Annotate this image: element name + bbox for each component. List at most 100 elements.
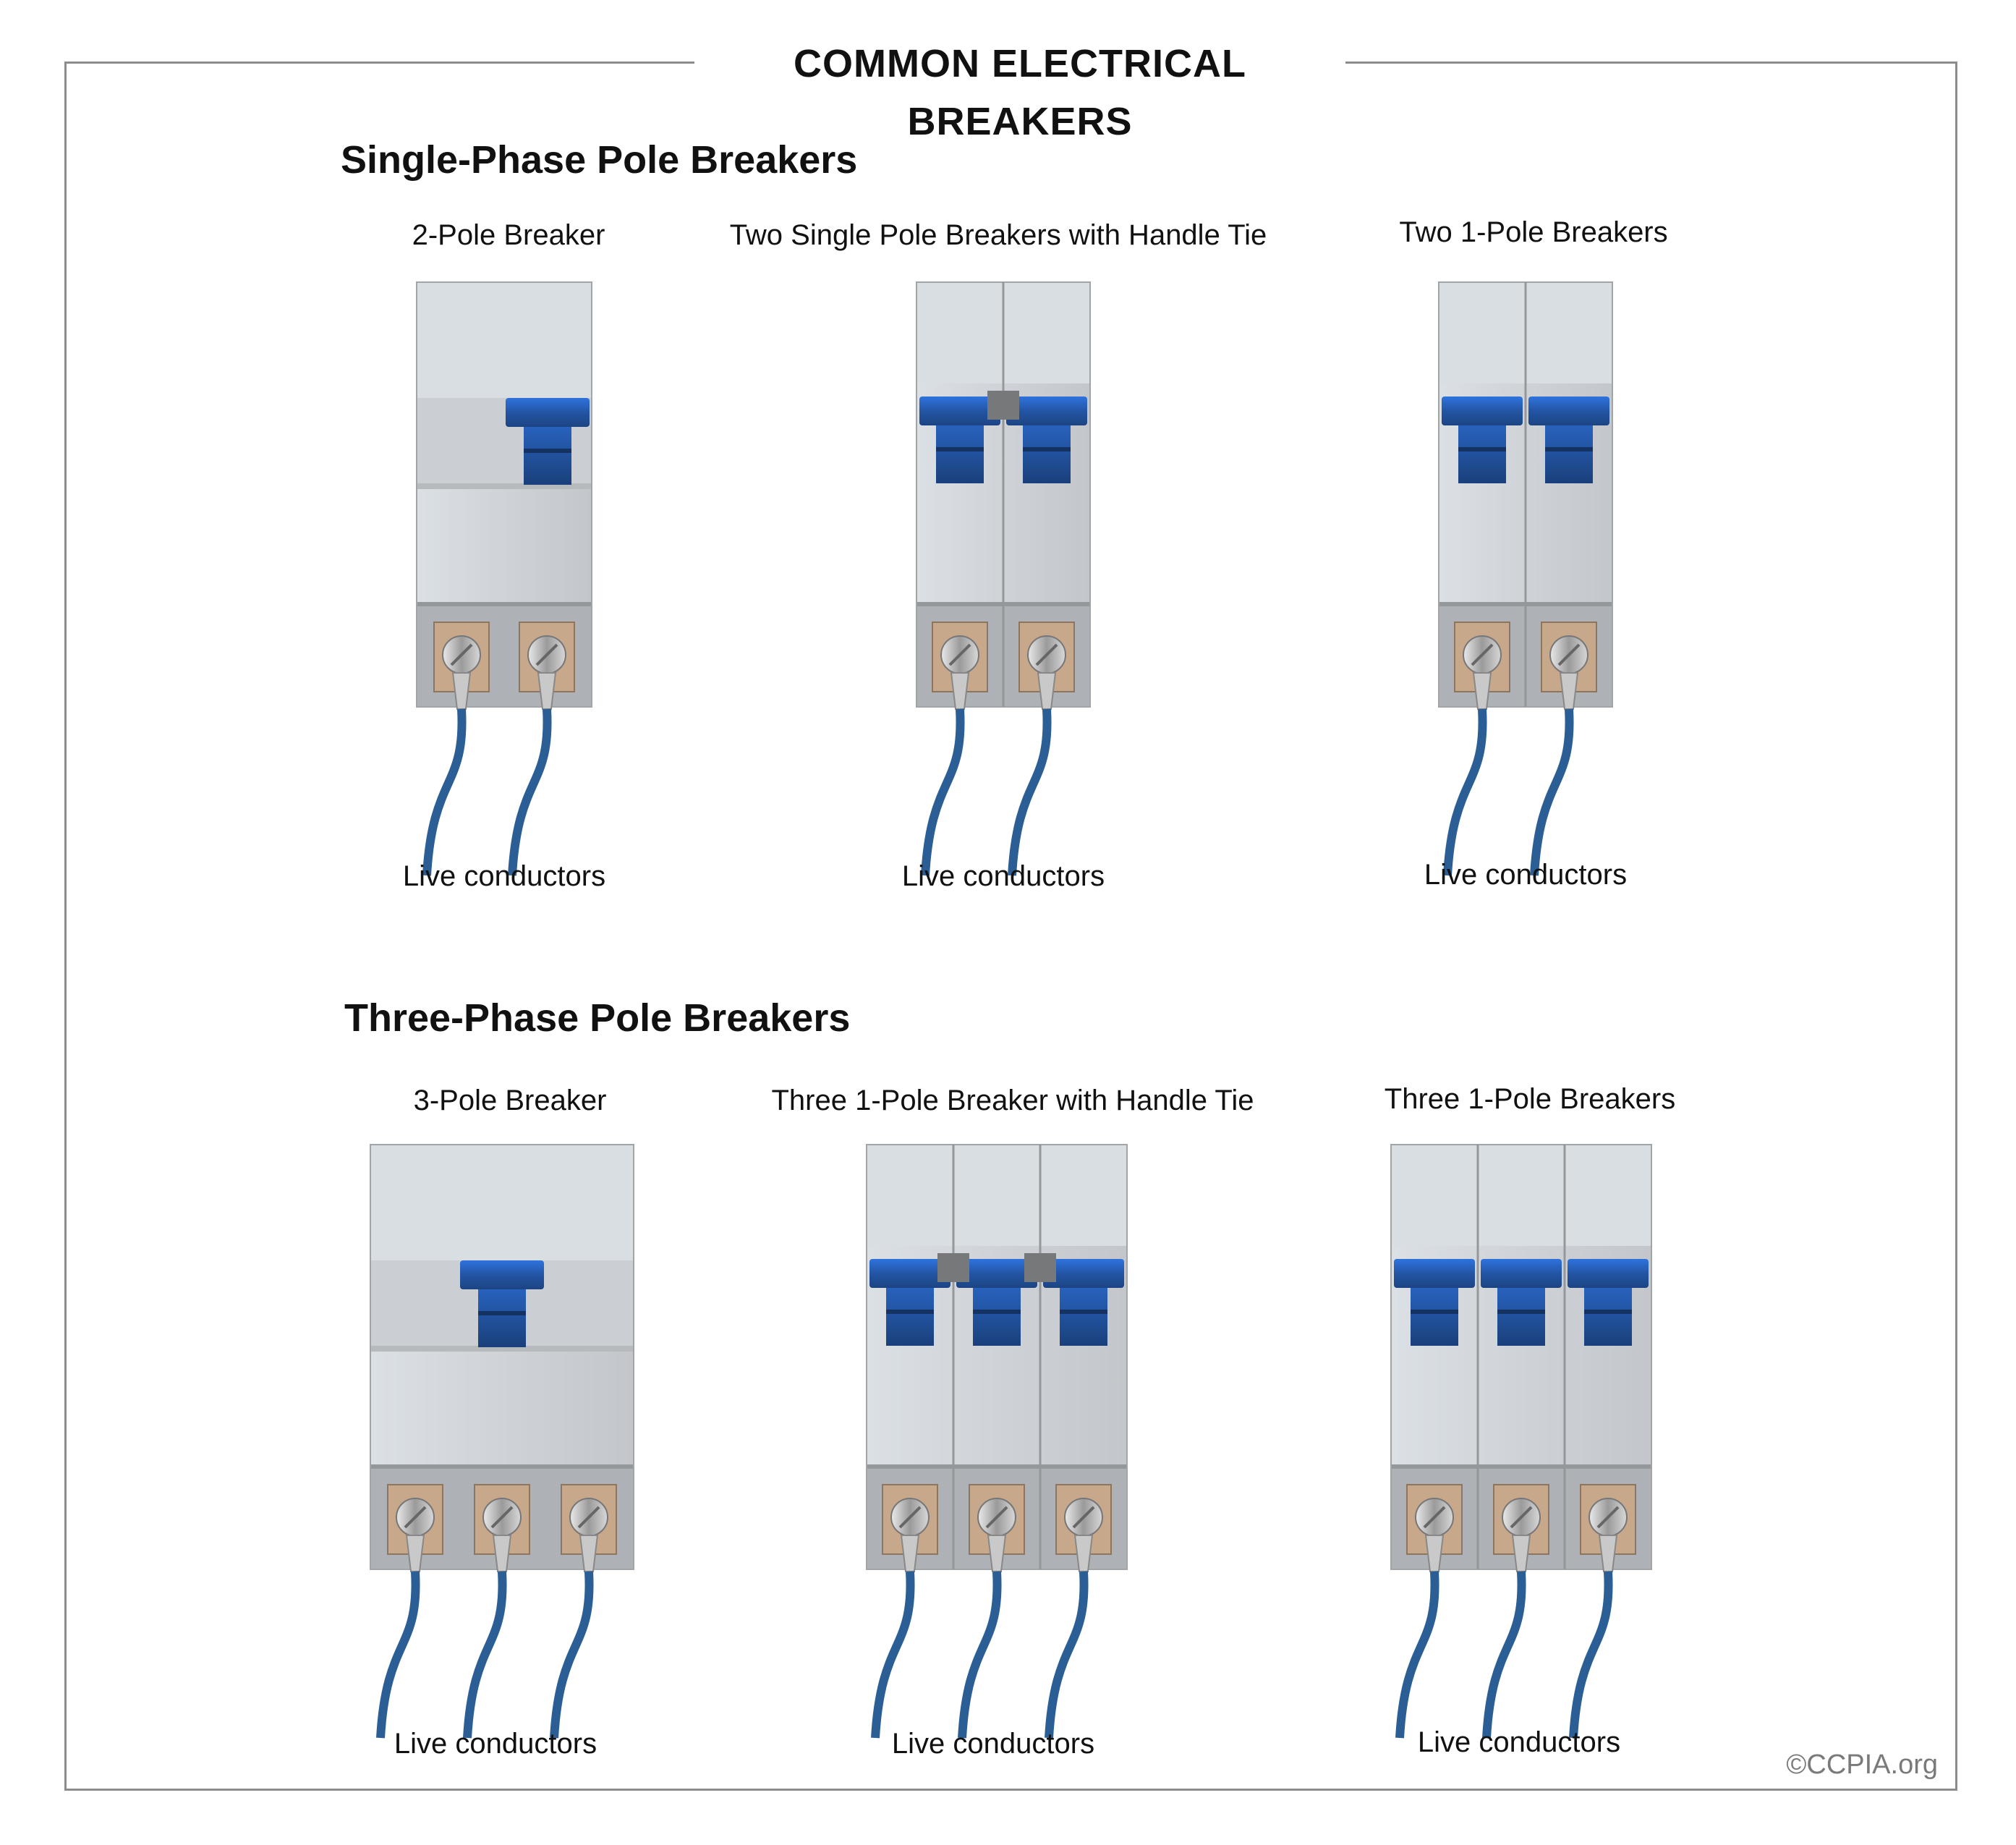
terminal-block-edge xyxy=(417,602,592,606)
screw-slot xyxy=(1471,643,1494,666)
breaker-three-1-pole xyxy=(1390,1144,1652,1739)
handle-tie-bar xyxy=(987,391,1019,420)
breaker-handle-lever-groove xyxy=(1023,447,1071,451)
breaker-handle-lever-groove xyxy=(936,447,984,451)
section-heading-three-phase: Three-Phase Pole Breakers xyxy=(344,996,851,1040)
breaker-handle-lever xyxy=(1411,1288,1458,1346)
conductors-label-three-1-pole-handle-tie: Live conductors xyxy=(891,1728,1095,1760)
screw-slot xyxy=(1072,1506,1095,1529)
breaker-handle-cap xyxy=(1528,396,1609,425)
housing-upper-panel xyxy=(417,282,592,398)
screw-slot xyxy=(1423,1506,1446,1529)
breaker-handle-lever xyxy=(1023,425,1071,483)
breaker-handle-lever-groove xyxy=(524,449,571,453)
breaker-3-pole xyxy=(370,1144,634,1739)
breaker-handle-lever xyxy=(524,427,571,485)
breaker-handle-lever-groove xyxy=(1458,447,1506,451)
breaker-handle-cap xyxy=(1568,1259,1649,1288)
handle-tie-bar xyxy=(937,1253,969,1282)
conductors-label-3-pole: Live conductors xyxy=(394,1728,597,1760)
breaker-handle-lever xyxy=(1458,425,1506,483)
housing-upper-panel xyxy=(370,1145,634,1260)
breaker-handle-lever xyxy=(1584,1288,1632,1346)
breaker-handle-cap xyxy=(1394,1259,1475,1288)
live-conductor-wire xyxy=(463,1571,507,1739)
copyright-notice: ©CCPIA.org xyxy=(1786,1749,1938,1780)
breaker-handle-lever xyxy=(1497,1288,1545,1346)
breaker-handle-lever xyxy=(1545,425,1593,483)
housing-ridge-shadow xyxy=(370,1346,634,1352)
breaker-handle-lever-groove xyxy=(1060,1310,1107,1314)
breaker-two-1-pole xyxy=(1438,281,1613,876)
screw-slot xyxy=(898,1506,922,1529)
breaker-handle-cap xyxy=(869,1259,950,1288)
live-conductor-wire xyxy=(376,1571,420,1739)
breaker-handle-lever xyxy=(1060,1288,1107,1346)
breaker-label-three-1-pole-handle-tie: Three 1-Pole Breaker with Handle Tie xyxy=(771,1085,1254,1116)
breaker-handle-cap xyxy=(1481,1259,1562,1288)
screw-slot xyxy=(450,643,473,666)
live-conductor-wire xyxy=(921,708,965,876)
breaker-two-single-pole-handle-tie xyxy=(916,281,1091,876)
diagram-title: COMMON ELECTRICAL BREAKERS xyxy=(694,35,1345,150)
terminal-block-edge xyxy=(370,1464,634,1469)
breaker-handle-lever-groove xyxy=(1584,1310,1632,1314)
screw-slot xyxy=(948,643,971,666)
breaker-handle-lever xyxy=(936,425,984,483)
housing-ridge-shadow xyxy=(417,483,592,489)
terminal-block-edge xyxy=(1391,1464,1651,1469)
handle-tie-bar xyxy=(1024,1253,1056,1282)
screw-slot xyxy=(1557,643,1581,666)
terminal-block-edge xyxy=(867,1464,1127,1469)
live-conductor-wire xyxy=(1008,708,1052,876)
breaker-handle-cap xyxy=(506,398,590,427)
breaker-handle-lever-groove xyxy=(1545,447,1593,451)
screw-slot xyxy=(1596,1506,1620,1529)
breaker-label-two-1-pole: Two 1-Pole Breakers xyxy=(1399,216,1668,248)
screw-slot xyxy=(404,1506,427,1529)
housing-upper-panel xyxy=(867,1145,1127,1246)
breaker-handle-lever-groove xyxy=(478,1311,526,1315)
conductors-label-2-pole: Live conductors xyxy=(402,860,606,892)
breaker-handle-cap xyxy=(956,1259,1037,1288)
screw-slot xyxy=(985,1506,1008,1529)
live-conductor-wire xyxy=(508,708,552,876)
breaker-handle-lever xyxy=(478,1289,526,1347)
screw-slot xyxy=(490,1506,514,1529)
live-conductor-wire xyxy=(1530,708,1574,876)
section-heading-single-phase: Single-Phase Pole Breakers xyxy=(341,138,858,182)
conductors-label-two-single-pole-handle-tie: Live conductors xyxy=(901,860,1105,892)
screw-slot xyxy=(535,643,558,666)
conductors-label-three-1-pole: Live conductors xyxy=(1417,1726,1621,1758)
live-conductor-wire xyxy=(1443,708,1487,876)
breaker-2-pole xyxy=(416,281,592,876)
screw-slot xyxy=(1510,1506,1533,1529)
screw-slot xyxy=(577,1506,600,1529)
breaker-handle-lever-groove xyxy=(973,1310,1021,1314)
live-conductor-wire xyxy=(1569,1571,1613,1739)
breaker-handle-cap xyxy=(1442,396,1523,425)
live-conductor-wire xyxy=(1395,1571,1439,1739)
live-conductor-wire xyxy=(1482,1571,1526,1739)
housing-outline xyxy=(416,281,592,708)
breaker-handle-cap xyxy=(460,1260,544,1289)
breaker-handle-lever-groove xyxy=(1497,1310,1545,1314)
housing-upper-panel xyxy=(1391,1145,1651,1246)
conductors-label-two-1-pole: Live conductors xyxy=(1424,859,1628,891)
breaker-label-3-pole: 3-Pole Breaker xyxy=(413,1085,607,1116)
breaker-handle-cap xyxy=(919,396,1000,425)
live-conductor-wire xyxy=(958,1571,1002,1739)
breaker-handle-lever-groove xyxy=(886,1310,934,1314)
breaker-label-2-pole: 2-Pole Breaker xyxy=(412,219,605,251)
breaker-handle-cap xyxy=(1043,1259,1124,1288)
breaker-handle-cap xyxy=(1006,396,1087,425)
breaker-three-1-pole-handle-tie xyxy=(866,1144,1128,1739)
live-conductor-wire xyxy=(422,708,467,876)
breaker-handle-lever xyxy=(973,1288,1021,1346)
screw-slot xyxy=(1035,643,1058,666)
breaker-handle-lever-groove xyxy=(1411,1310,1458,1314)
live-conductor-wire xyxy=(1045,1571,1089,1739)
breaker-label-two-single-pole-handle-tie: Two Single Pole Breakers with Handle Tie xyxy=(729,219,1267,251)
breaker-label-three-1-pole: Three 1-Pole Breakers xyxy=(1384,1083,1676,1115)
live-conductor-wire xyxy=(871,1571,915,1739)
